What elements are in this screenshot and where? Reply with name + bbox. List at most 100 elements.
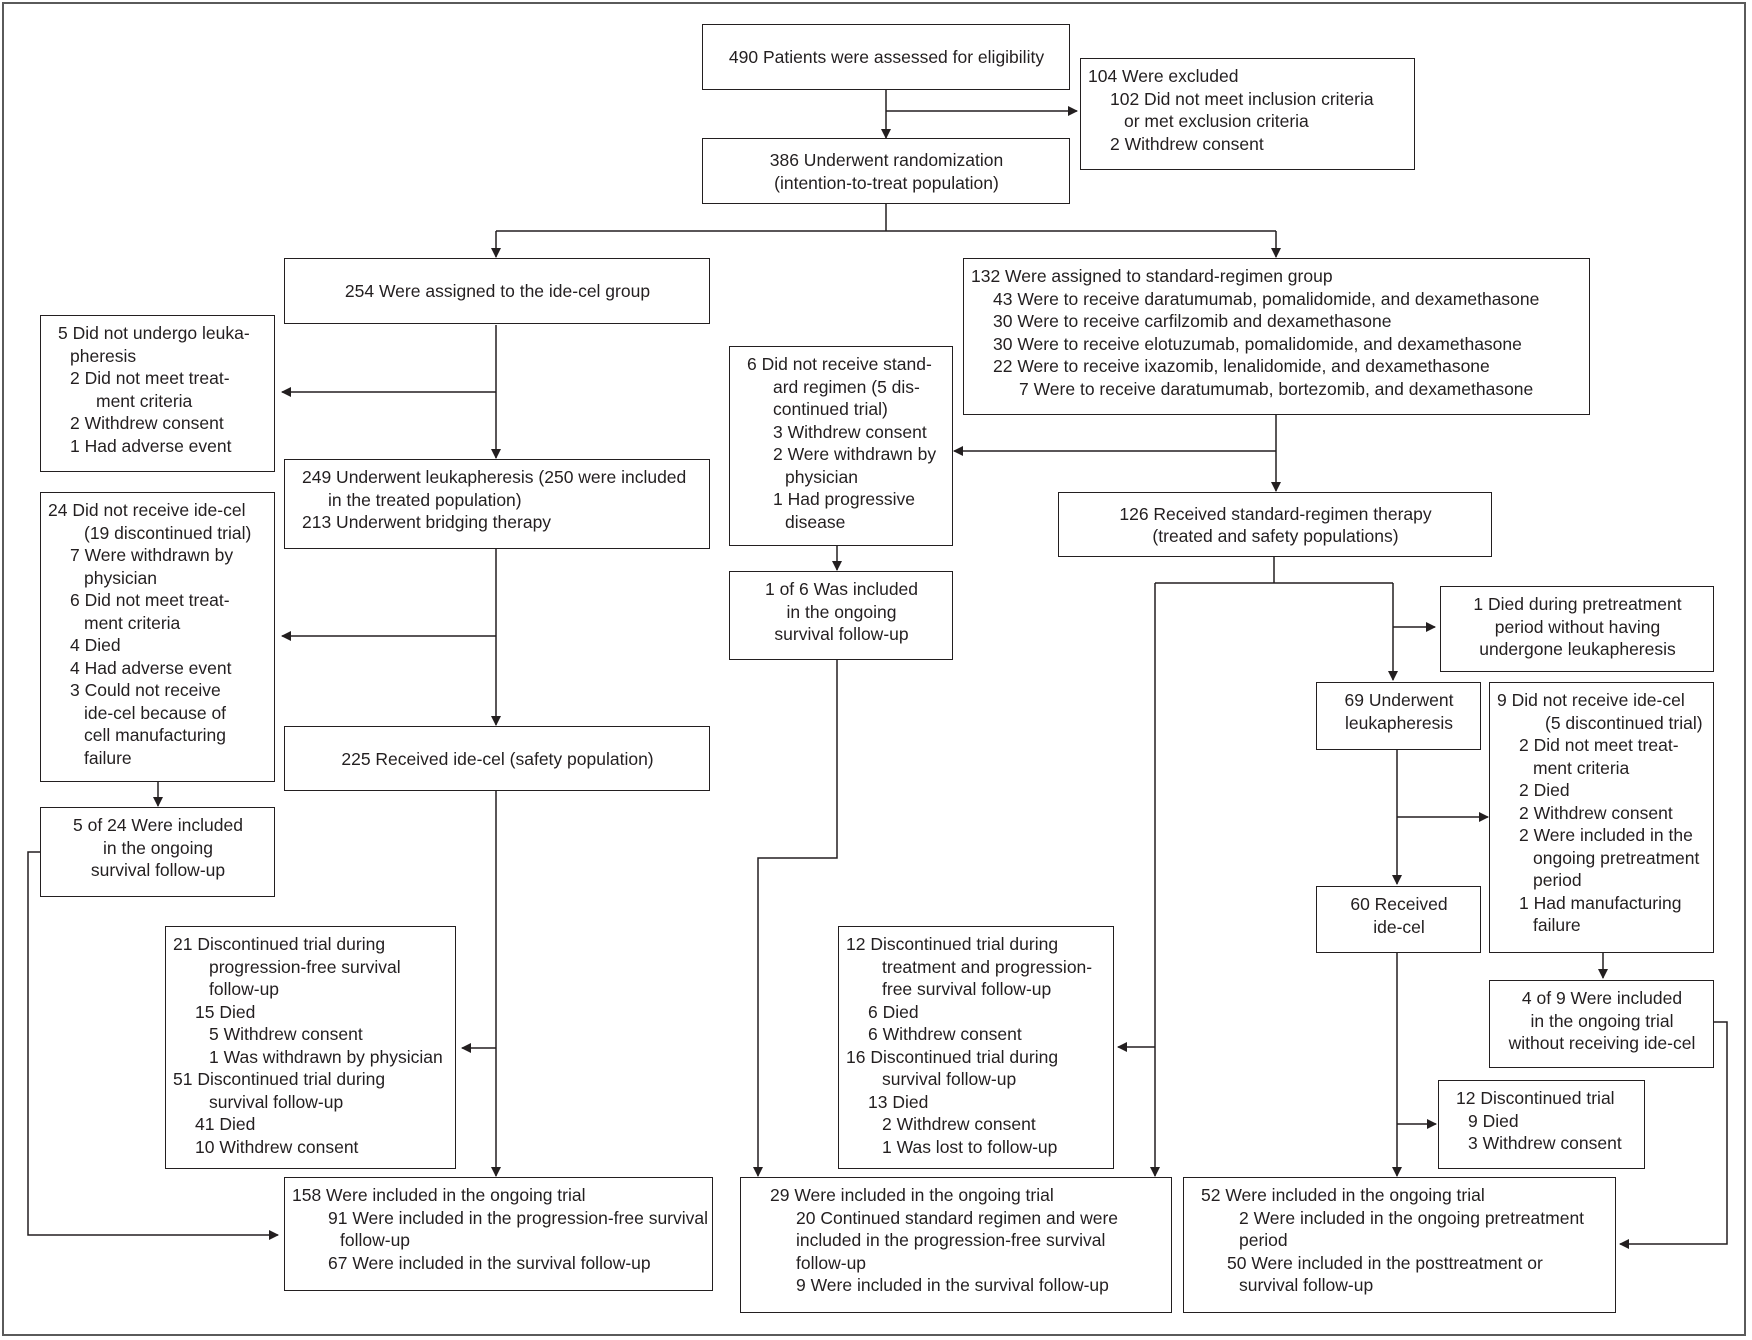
box-line: 60 Received — [1350, 894, 1448, 914]
box-line: 2 Did not meet treat- — [1519, 735, 1679, 755]
box-line: 5 Withdrew consent — [209, 1024, 363, 1044]
box-line: 9 Did not receive ide-cel — [1497, 690, 1685, 710]
box-line: 2 Were included in the ongoing pretreatm… — [1239, 1207, 1585, 1228]
box-line: 51 Discontinued trial during — [173, 1069, 386, 1089]
box-line: 249 Underwent leukapheresis (250 were in… — [302, 467, 687, 487]
arrow-1of6-to-ongoing — [753, 659, 838, 1177]
box-eligibility: 490 Patients were assessed for eligibili… — [702, 24, 1070, 90]
box-line: ongoing pretreatment — [1533, 847, 1700, 868]
box-line: survival follow-up — [1239, 1275, 1374, 1295]
box-line: failure — [84, 747, 132, 768]
box-line: physician — [785, 466, 858, 487]
box-standard-assigned: 132 Were assigned to standard-regimen gr… — [963, 258, 1590, 415]
box-no-idecel: 24 Did not receive ide-cel(19 discontinu… — [40, 492, 275, 782]
box-line: 1 Had progressive — [773, 489, 916, 509]
box-line: period without having — [1494, 616, 1661, 637]
box-line: 24 Did not receive ide-cel — [48, 500, 246, 520]
box-line: continued trial) — [773, 399, 888, 419]
box-line: 13 Died — [868, 1091, 929, 1112]
box-line: 225 Received ide-cel (safety population) — [341, 748, 654, 769]
box-line: 2 Were included in the — [1519, 825, 1693, 845]
box-line: 4 of 9 Were included — [1521, 988, 1683, 1008]
box-received-idecel: 225 Received ide-cel (safety population) — [284, 726, 710, 791]
box-no-idecel9: 9 Did not receive ide-cel(5 discontinued… — [1489, 682, 1714, 953]
box-line: 69 Underwent — [1344, 690, 1454, 710]
box-line: 2 Were withdrawn by — [773, 444, 937, 464]
box-line: follow-up — [340, 1230, 411, 1250]
box-no-standard: 6 Did not receive stand-ard regimen (5 d… — [729, 346, 953, 546]
box-line: 3 Withdrew consent — [1468, 1133, 1622, 1153]
box-line: 6 Did not receive stand- — [747, 354, 932, 374]
box-line: 43 Were to receive daratumumab, pomalido… — [993, 288, 1540, 309]
box-line: 3 Could not receive — [70, 680, 221, 700]
box-line: 2 Withdrew consent — [1110, 133, 1264, 154]
box-line: ment criteria — [96, 390, 193, 411]
box-line: 6 Did not meet treat- — [70, 590, 230, 610]
box-line: progression-free survival — [209, 956, 401, 977]
box-line: 67 Were included in the survival follow-… — [328, 1252, 651, 1273]
box-line: cell manufacturing — [84, 725, 227, 745]
box-line: free survival follow-up — [882, 979, 1052, 999]
box-line: ide-cel — [1373, 916, 1425, 937]
box-line: 30 Were to receive elotuzumab, pomalidom… — [993, 333, 1522, 354]
box-line: in the ongoing — [103, 837, 213, 858]
box-line: 50 Were included in the posttreatment or — [1227, 1252, 1543, 1273]
box-leukapheresis: 249 Underwent leukapheresis (250 were in… — [284, 459, 710, 549]
box-line: 1 of 6 Was included — [764, 579, 919, 599]
box-line: 1 Was withdrawn by physician — [209, 1046, 443, 1067]
box-line: 213 Underwent bridging therapy — [302, 512, 552, 532]
box-line: 1 Was lost to follow-up — [882, 1136, 1058, 1157]
box-line: follow-up — [209, 979, 280, 999]
box-line: 5 of 24 Were included — [73, 815, 243, 835]
box-line: 2 Did not meet treat- — [70, 368, 230, 388]
box-line: ment criteria — [1533, 757, 1630, 778]
box-line: in the ongoing — [786, 601, 897, 622]
box-line: period — [1239, 1230, 1288, 1250]
box-line: (treated and safety populations) — [1152, 526, 1399, 546]
box-line: 41 Died — [195, 1114, 256, 1134]
box-line: 52 Were included in the ongoing trial — [1201, 1185, 1485, 1205]
box-line: or met exclusion criteria — [1124, 111, 1309, 131]
box-line: 2 Withdrew consent — [1519, 802, 1673, 823]
box-randomization: 386 Underwent randomization(intention-to… — [702, 138, 1070, 204]
box-line: ment criteria — [84, 612, 181, 633]
box-line: 15 Died — [195, 1001, 256, 1022]
box-line: pheresis — [70, 345, 137, 366]
box-idecel-assigned: 254 Were assigned to the ide-cel group — [284, 258, 710, 324]
box-line: 30 Were to receive carfilzomib and dexam… — [993, 311, 1392, 331]
box-line: 5 Did not undergo leuka- — [58, 323, 250, 343]
box-line: 29 Were included in the ongoing trial — [770, 1185, 1054, 1205]
box-line: 254 Were assigned to the ide-cel group — [344, 281, 651, 302]
box-line: 2 Withdrew consent — [882, 1114, 1036, 1134]
box-line: physician — [84, 567, 157, 588]
box-line: survival follow-up — [90, 860, 226, 880]
box-line: 7 Were to receive daratumumab, bortezomi… — [1019, 378, 1534, 399]
box-line: survival follow-up — [209, 1091, 344, 1112]
box-line: 22 Were to receive ixazomib, lenalidomid… — [993, 356, 1490, 376]
box-line: 104 Were excluded — [1088, 66, 1239, 86]
box-line: disease — [785, 511, 846, 532]
box-line: 21 Discontinued trial during — [173, 934, 386, 954]
box-line: 1 Had manufacturing — [1519, 892, 1682, 913]
box-line: 1 Had adverse event — [70, 435, 232, 456]
box-line: in the ongoing trial — [1530, 1010, 1674, 1031]
box-line: 9 Died — [1468, 1110, 1519, 1131]
box-line: (5 discontinued trial) — [1545, 712, 1703, 733]
box-line: 4 Died — [70, 635, 121, 655]
box-line: follow-up — [796, 1252, 867, 1273]
box-line: 12 Discontinued trial — [1456, 1088, 1615, 1108]
